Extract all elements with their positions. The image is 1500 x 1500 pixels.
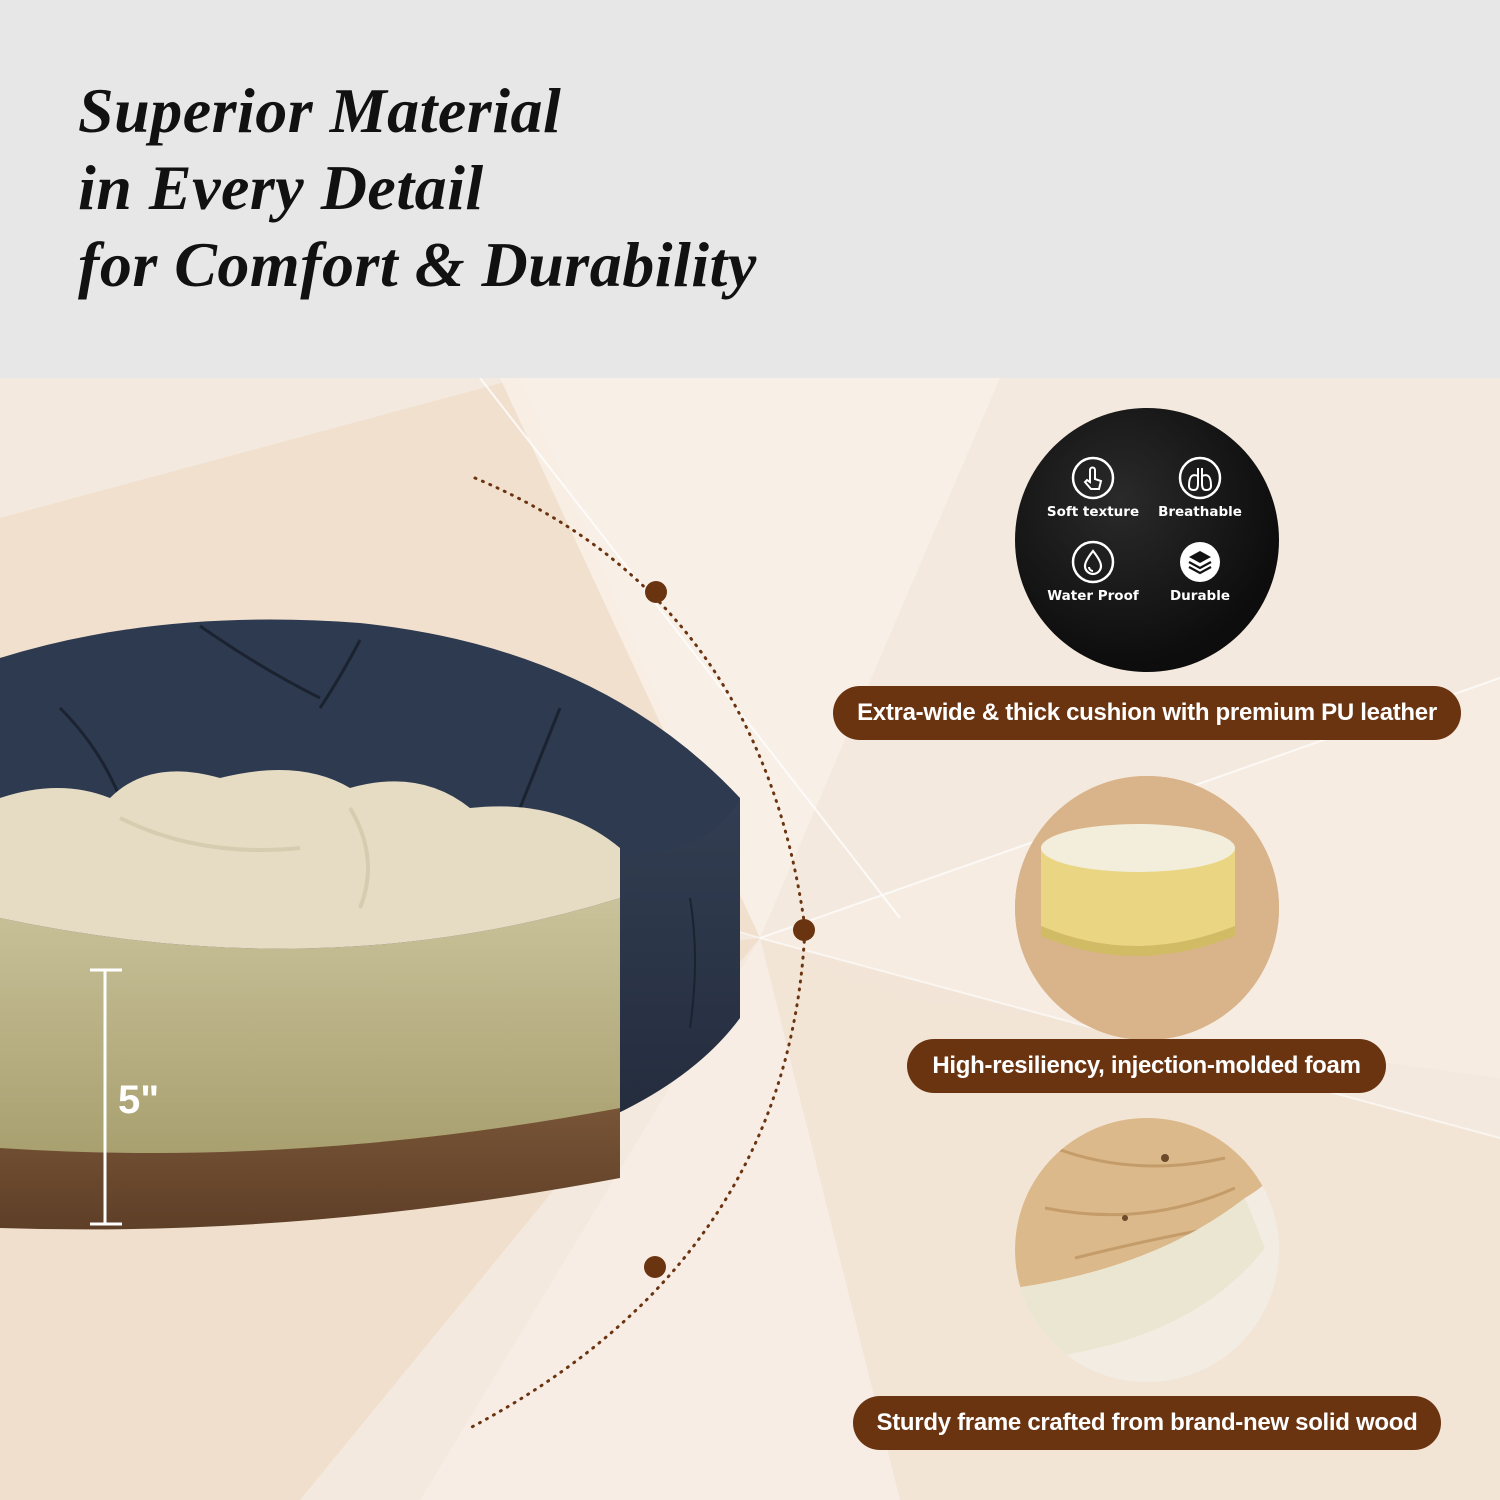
height-measurement-label: 5" — [118, 1078, 160, 1122]
feature-durable: Durable — [1147, 540, 1253, 604]
foam-photo — [1015, 776, 1279, 1040]
feature-soft-texture: Soft texture — [1040, 456, 1146, 520]
feature-label: Breathable — [1158, 504, 1242, 520]
arc-dot-middle — [793, 919, 815, 941]
header-banner: Superior Material in Every Detail for Co… — [0, 0, 1500, 378]
arc-dot-bottom — [644, 1256, 666, 1278]
headline-line-1: Superior Material — [78, 75, 562, 146]
foam-cushion-image — [1015, 776, 1279, 1040]
lungs-icon — [1178, 456, 1222, 500]
feature-label: Soft texture — [1046, 504, 1140, 520]
callout-leather: Extra-wide & thick cushion with premium … — [833, 686, 1461, 740]
layers-icon — [1180, 542, 1220, 582]
features-badge: Soft texture Breathable Water Proof Du — [1015, 408, 1279, 672]
touch-hand-icon — [1071, 456, 1115, 500]
wood-frame-image — [1015, 1118, 1279, 1382]
feature-label: Water Proof — [1047, 588, 1139, 604]
headline-line-3: for Comfort & Durability — [78, 229, 757, 300]
arc-dot-top — [645, 581, 667, 603]
feature-label: Durable — [1169, 588, 1231, 604]
feature-breathable: Breathable — [1147, 456, 1253, 520]
headline: Superior Material in Every Detail for Co… — [78, 72, 757, 303]
product-section: 5" Soft texture Breathable Water Proof — [0, 378, 1500, 1500]
stool-cutaway-illustration — [0, 619, 740, 1230]
wood-frame-photo — [1015, 1118, 1279, 1382]
callout-foam: High-resiliency, injection-molded foam — [907, 1039, 1386, 1093]
headline-line-2: in Every Detail — [78, 152, 484, 223]
water-drop-icon — [1071, 540, 1115, 584]
callout-wood-frame: Sturdy frame crafted from brand-new soli… — [853, 1396, 1441, 1450]
feature-water-proof: Water Proof — [1040, 540, 1146, 604]
